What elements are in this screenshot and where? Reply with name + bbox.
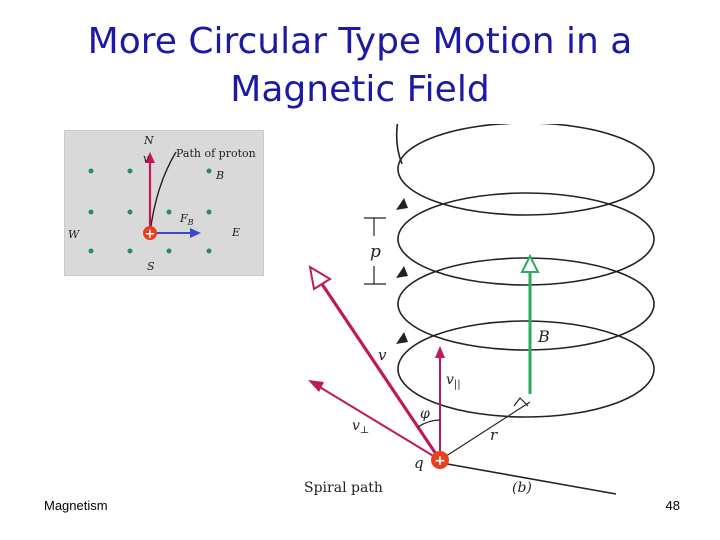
proton-path-curve	[149, 151, 177, 234]
label-force: FB	[179, 212, 194, 227]
right-angle-mark	[513, 397, 529, 407]
label-radius: r	[490, 426, 498, 444]
title-line-2: Magnetic Field	[230, 69, 490, 110]
label-field: B	[537, 327, 550, 346]
radius-line	[439, 401, 531, 461]
label-v-perp: v⊥	[352, 418, 369, 436]
angle-arc	[417, 419, 441, 428]
label-velocity: v	[143, 152, 150, 165]
helix-direction-arrows	[396, 198, 408, 344]
label-v-parallel: v||	[446, 372, 461, 390]
field-dots	[88, 168, 212, 254]
label-south: S	[147, 260, 155, 273]
label-west: W	[68, 228, 81, 241]
v-perp-arrowhead	[308, 380, 324, 392]
v-parallel-arrowhead	[435, 346, 445, 358]
label-charge: q	[414, 454, 424, 472]
label-angle: φ	[420, 406, 430, 422]
page-number: 48	[665, 498, 680, 513]
label-spiral-path: Spiral path	[304, 480, 383, 496]
label-pitch: p	[370, 242, 381, 262]
label-path-of-proton: Path of proton	[176, 147, 256, 160]
label-panel-b: (b)	[512, 480, 532, 496]
velocity-arrow	[320, 283, 442, 461]
proton-path-inset: + N v Path of proton B FB W E S	[64, 130, 264, 276]
title-line-1: More Circular Type Motion in a	[87, 21, 633, 62]
v-perp-arrow	[317, 385, 441, 461]
helix-loops	[395, 124, 655, 495]
slide-title: More Circular Type Motion in a Magnetic …	[0, 18, 720, 114]
label-velocity: v	[378, 346, 387, 364]
proton-charge-symbol: +	[145, 227, 156, 242]
footer-topic: Magnetism	[44, 498, 108, 513]
charge-symbol: +	[434, 453, 446, 469]
field-arrowhead	[520, 253, 540, 273]
velocity-arrowhead	[308, 265, 332, 291]
helix-diagram: p B r v v|| v⊥ φ + q Spiral path (b)	[304, 124, 655, 496]
charge-q	[431, 451, 449, 469]
label-field: B	[215, 169, 224, 182]
inset-background	[64, 130, 264, 276]
proton-charge	[143, 226, 157, 240]
label-east: E	[231, 226, 240, 239]
pitch-marker	[364, 217, 386, 285]
label-north: N	[143, 134, 154, 147]
force-arrowhead	[190, 228, 201, 238]
velocity-arrowhead	[145, 152, 155, 163]
